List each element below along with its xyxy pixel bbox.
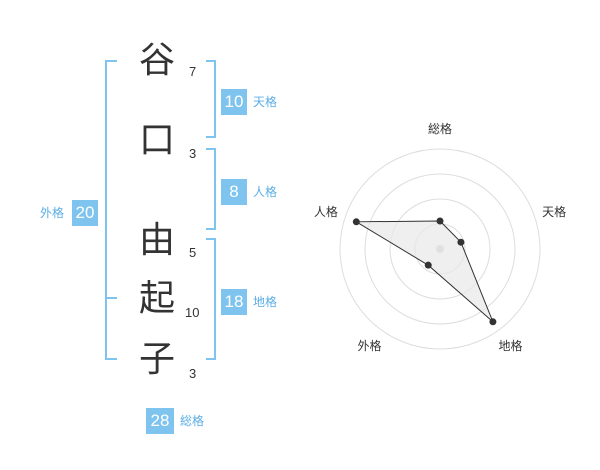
radar-point-4 xyxy=(424,261,432,269)
soukaku-label: 総格 xyxy=(180,414,205,428)
radar-point-3 xyxy=(489,318,497,326)
stroke-count-1: 7 xyxy=(189,64,197,79)
gaikaku-bracket-tick xyxy=(105,297,117,299)
jinkaku-bracket xyxy=(206,148,216,230)
radar-point-1 xyxy=(436,217,444,225)
stroke-count-3: 5 xyxy=(189,245,197,260)
radar-axis-label-3: 地格 xyxy=(499,338,523,353)
name-diagram: 谷 口 由 起 子 7 3 5 10 3 10 天格 8 人格 18 地格 外格… xyxy=(40,40,278,434)
soukaku-badge: 28 xyxy=(146,408,174,434)
tenkaku-bracket xyxy=(206,60,216,138)
chikaku-label: 地格 xyxy=(253,295,278,309)
name-char-3: 由 xyxy=(138,220,175,261)
stroke-count-2: 3 xyxy=(189,146,197,161)
name-char-5: 子 xyxy=(138,339,175,380)
radar-axis-label-2: 天格 xyxy=(542,204,566,219)
radar-axis-label-1: 総格 xyxy=(428,121,452,136)
radar-grid-ring-2 xyxy=(389,198,491,300)
radar-point-5 xyxy=(352,218,360,226)
stroke-count-4: 10 xyxy=(185,305,200,320)
name-char-4: 起 xyxy=(138,278,175,319)
stroke-count-5: 3 xyxy=(189,366,197,381)
name-char-2: 口 xyxy=(138,120,175,161)
radar-axis-label-4: 外格 xyxy=(357,338,381,353)
radar-axis-label-5: 人格 xyxy=(314,204,338,219)
radar-grid-ring-4 xyxy=(339,148,541,350)
gaikaku-label: 外格 xyxy=(40,206,65,220)
chikaku-bracket xyxy=(206,238,216,360)
radar-point-2 xyxy=(457,238,465,246)
name-char-1: 谷 xyxy=(138,40,175,81)
tenkaku-label: 天格 xyxy=(253,95,278,109)
tenkaku-badge: 10 xyxy=(221,89,247,115)
radar-data-polygon xyxy=(354,220,494,323)
jinkaku-label: 人格 xyxy=(253,185,278,199)
radar-grid-ring-3 xyxy=(364,173,516,325)
gaikaku-bracket xyxy=(105,60,117,360)
gaikaku-badge: 20 xyxy=(72,200,98,226)
fortune-radar-chart: 総格天格地格 外格 人格 xyxy=(300,110,600,370)
chikaku-badge: 18 xyxy=(221,289,247,315)
jinkaku-badge: 8 xyxy=(221,179,247,205)
